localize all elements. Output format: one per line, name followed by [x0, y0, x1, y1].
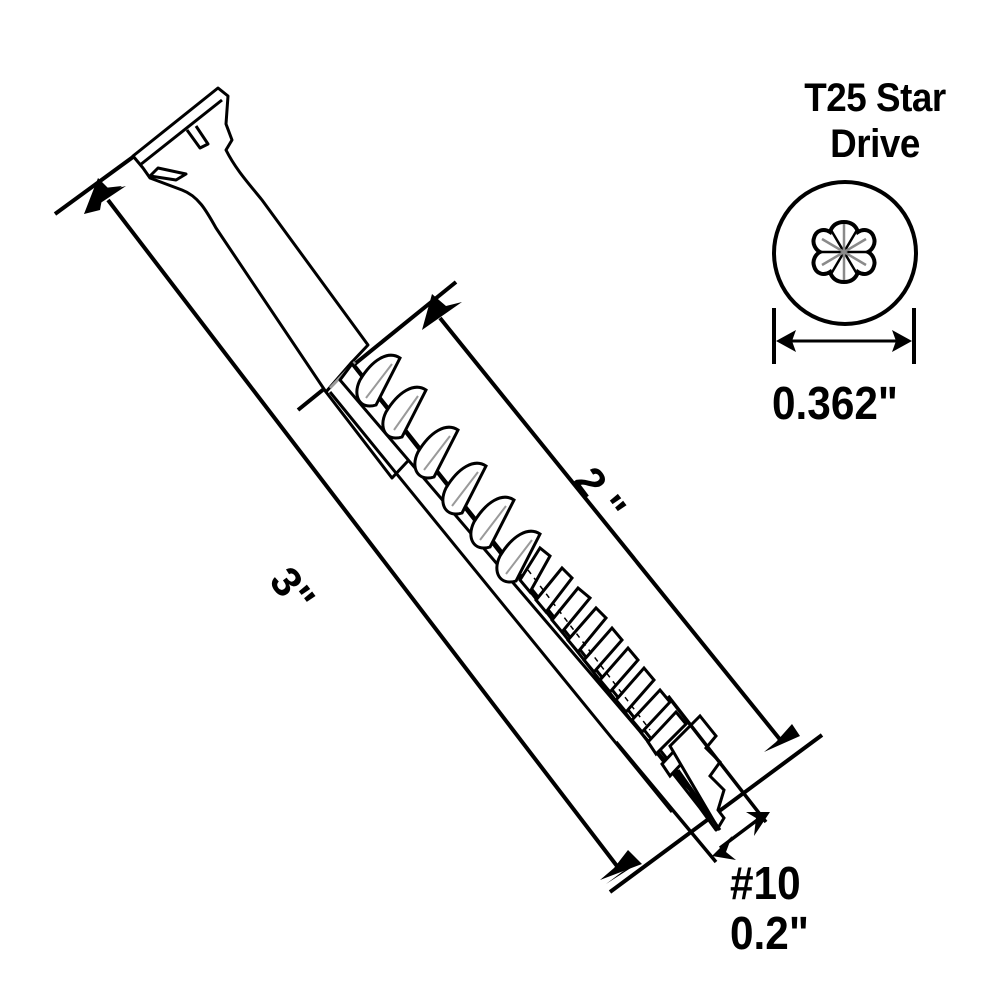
shank-diameter: 0.2" [730, 907, 809, 959]
screw-tip [668, 713, 726, 831]
thread-length-dimension [296, 280, 784, 744]
torx-star-icon [811, 219, 877, 285]
serrated-threads [518, 545, 700, 779]
arrow-bottom-2in-icon [764, 724, 800, 752]
gauge-extension-left [614, 740, 718, 864]
screw-head [131, 86, 370, 394]
arrow-bottom-3in-icon [600, 850, 642, 880]
arrow-right-icon [892, 330, 912, 352]
overall-length-line [106, 198, 622, 872]
arrow-top-2in-icon [422, 294, 462, 330]
drive-head-view [772, 180, 918, 364]
arrow-top-3in-icon [84, 178, 126, 214]
drive-title-line2: Drive [830, 122, 920, 166]
drive-type-title: T25 Star Drive [788, 78, 963, 170]
drive-title-line1: T25 Star [804, 76, 946, 120]
arrow-gauge-right-icon [746, 812, 770, 836]
arrow-left-icon [776, 330, 796, 352]
screw [131, 86, 718, 832]
gauge-extension-right [666, 694, 768, 824]
thread-length-line [438, 316, 784, 744]
gauge-number: #10 [730, 857, 801, 909]
gauge-label: #10 0.2" [730, 860, 809, 956]
arrow-gauge-left-icon [712, 836, 736, 860]
head-diameter-label: 0.362" [772, 377, 898, 429]
